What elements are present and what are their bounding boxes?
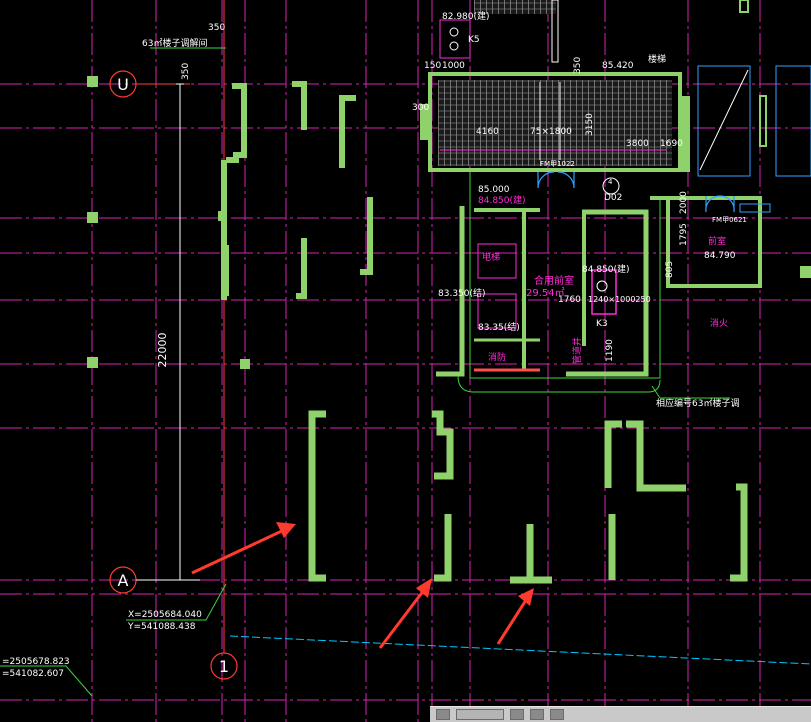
walls-lower [308,410,748,584]
taskbar-button[interactable] [510,709,524,720]
svg-text:83.35(结): 83.35(结) [478,321,520,333]
taskbar-button[interactable] [456,709,504,720]
svg-text:楼梯: 楼梯 [648,53,666,65]
taskbar-button[interactable] [530,709,544,720]
arrow-2 [378,578,432,649]
svg-text:22000: 22000 [156,333,169,368]
taskbar [430,706,811,722]
core-labels: 82.980(建) K5 150 1000 85.420 楼梯 350 3150… [412,10,747,409]
svg-text:=541082.607: =541082.607 [2,669,64,679]
svg-text:D02: D02 [604,193,622,203]
svg-text:1000: 1000 [442,61,465,71]
svg-text:X=2505684.040: X=2505684.040 [128,610,202,620]
svg-text:前室: 前室 [708,235,726,247]
core-block [420,72,771,379]
svg-text:84.790: 84.790 [704,251,736,261]
svg-text:84.850(建): 84.850(建) [478,194,526,206]
svg-text:1690: 1690 [660,139,683,149]
svg-text:2000: 2000 [679,191,689,214]
site-boundary-line [229,635,811,665]
coord-leader-a: X=2505684.040 Y=541088.438 [126,583,227,632]
svg-text:1795: 1795 [679,223,689,246]
doors [537,171,735,213]
svg-text:85.420: 85.420 [602,61,634,71]
svg-text:电梯: 电梯 [482,251,500,263]
top-equipment [439,0,811,177]
leader-top-left: 63㎡楼子调解间 350 350 [142,23,226,80]
core-outline-bottom [457,375,661,393]
taskbar-button[interactable] [550,709,564,720]
svg-text:FM甲1022: FM甲1022 [540,160,575,168]
svg-text:K5: K5 [468,35,480,45]
svg-text:管道井: 管道井 [571,337,583,364]
svg-text:=2505678.823: =2505678.823 [2,657,70,667]
svg-text:A: A [118,571,129,590]
svg-text:4160: 4160 [476,127,499,137]
svg-text:350: 350 [208,23,225,33]
svg-text:相应编号63㎡楼子调: 相应编号63㎡楼子调 [656,397,739,409]
svg-text:3150: 3150 [585,113,595,136]
svg-text:1: 1 [219,657,229,676]
svg-text:U: U [117,75,129,94]
svg-text:75×1800: 75×1800 [530,127,572,137]
leader-bottom-line [651,385,730,399]
svg-text:63㎡楼子调解间: 63㎡楼子调解间 [142,37,207,49]
svg-text:K3: K3 [596,319,608,329]
svg-text:3800: 3800 [626,139,649,149]
svg-text:4: 4 [608,178,613,186]
arrow-1 [191,522,296,575]
taskbar-button[interactable] [436,709,450,720]
svg-text:1190: 1190 [605,339,615,362]
svg-text:Y=541088.438: Y=541088.438 [127,622,196,632]
svg-text:1760: 1760 [558,295,581,305]
arrow-3 [496,588,534,645]
walls-left [221,81,373,300]
svg-text:消防: 消防 [488,351,506,363]
coord-leader-b: =2505678.823 =541082.607 [0,657,93,697]
svg-text:1240×1000250: 1240×1000250 [588,295,651,304]
annotation-arrows [191,522,534,649]
svg-text:150: 150 [424,61,441,71]
svg-text:83.350(结): 83.350(结) [438,287,486,299]
svg-text:29.54㎡: 29.54㎡ [526,287,565,299]
svg-text:FM甲0621: FM甲0621 [712,216,747,224]
svg-text:350: 350 [181,63,191,80]
dimension-22000: 22000 [156,83,184,580]
svg-text:300: 300 [412,103,429,113]
svg-text:85.000: 85.000 [478,185,510,195]
svg-text:合用前室: 合用前室 [534,274,574,287]
svg-text:84.850(建): 84.850(建) [582,263,630,275]
svg-text:82.980(建): 82.980(建) [442,10,490,22]
svg-text:消火: 消火 [710,317,728,329]
axis-bubble-1: 1 [210,652,238,680]
svg-text:805: 805 [665,261,675,278]
svg-text:350: 350 [573,57,583,74]
